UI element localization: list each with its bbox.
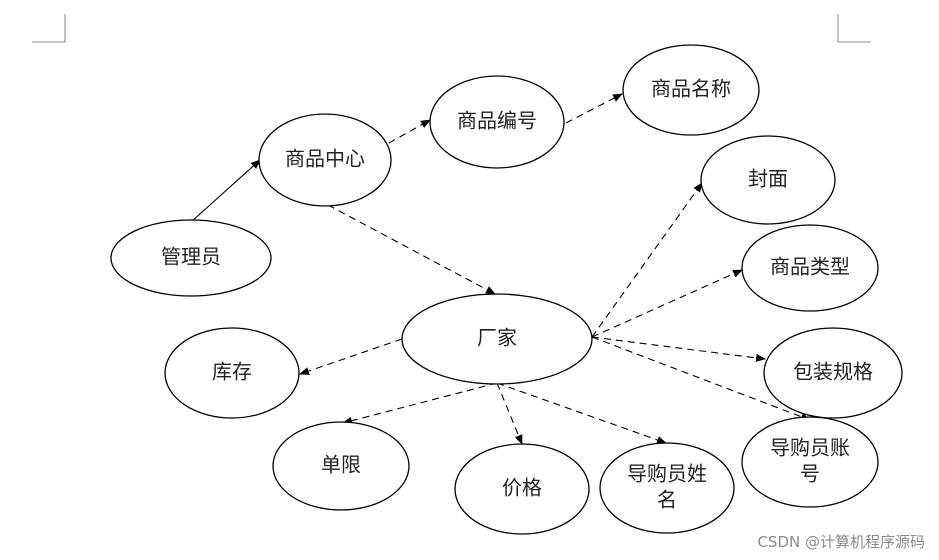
node-name-shape xyxy=(622,44,760,136)
page-crop-marks xyxy=(32,14,871,43)
edge-factory-to-guideAccount xyxy=(591,336,811,421)
edge-factory-to-stock xyxy=(299,338,403,375)
node-type-shape xyxy=(741,224,879,312)
node-stock-label: 库存 xyxy=(212,360,252,384)
edge-factory-to-cover xyxy=(591,182,703,338)
node-stock-shape xyxy=(164,327,300,419)
edge-center-to-code xyxy=(388,119,431,144)
node-admin-shape xyxy=(110,219,272,297)
node-name-label: 商品名称 xyxy=(651,77,731,101)
node-cover-shape xyxy=(700,135,836,225)
node-guideAccount-shape xyxy=(741,416,879,508)
node-admin: 管理员 xyxy=(110,219,272,297)
node-spec-shape xyxy=(763,327,903,419)
node-cover: 封面 xyxy=(700,135,836,225)
node-limit: 单限 xyxy=(272,421,410,511)
node-price-shape xyxy=(454,443,590,535)
node-limit-shape xyxy=(272,421,410,511)
crop-mark-top-left xyxy=(32,14,66,43)
node-factory-shape xyxy=(401,293,593,385)
edge-factory-to-type xyxy=(591,269,743,338)
node-code: 商品编号 xyxy=(429,75,565,169)
node-center-label: 商品中心 xyxy=(285,147,365,171)
node-guideAccount-label: 号 xyxy=(800,462,820,486)
edge-factory-to-price xyxy=(496,382,523,445)
node-type: 商品类型 xyxy=(741,224,879,312)
node-spec: 包装规格 xyxy=(763,327,903,419)
node-center-shape xyxy=(258,113,392,207)
edge-factory-to-spec xyxy=(591,336,766,362)
edges-layer xyxy=(190,93,811,445)
node-cover-label: 封面 xyxy=(748,167,788,191)
node-type-label: 商品类型 xyxy=(770,255,850,279)
edge-factory-to-guideName xyxy=(496,382,667,444)
node-factory-label: 厂家 xyxy=(477,326,517,350)
node-factory: 厂家 xyxy=(401,293,593,385)
nodes-layer: 管理员商品中心商品编号商品名称封面商品类型厂家包装规格库存单限价格导购员姓名导购… xyxy=(110,44,903,535)
node-stock: 库存 xyxy=(164,327,300,419)
node-guideName-label: 导购员姓 xyxy=(627,462,707,486)
edge-center-to-factory xyxy=(327,204,496,295)
node-guideAccount-label: 导购员账 xyxy=(770,436,850,460)
node-guideName-shape xyxy=(599,442,735,534)
node-price-label: 价格 xyxy=(502,476,542,500)
edge-admin-to-center xyxy=(190,159,261,223)
node-price: 价格 xyxy=(454,443,590,535)
node-admin-label: 管理员 xyxy=(161,245,221,269)
node-code-shape xyxy=(429,75,565,169)
watermark-text: CSDN @计算机程序源码 xyxy=(757,533,925,551)
node-center: 商品中心 xyxy=(258,113,392,207)
node-name: 商品名称 xyxy=(622,44,760,136)
node-spec-label: 包装规格 xyxy=(793,360,873,384)
edge-factory-to-limit xyxy=(342,382,498,425)
crop-mark-top-right xyxy=(837,14,871,43)
node-limit-label: 单限 xyxy=(321,453,361,477)
node-guideName-label: 名 xyxy=(657,488,677,512)
node-code-label: 商品编号 xyxy=(457,109,537,133)
edge-code-to-name xyxy=(565,93,623,124)
